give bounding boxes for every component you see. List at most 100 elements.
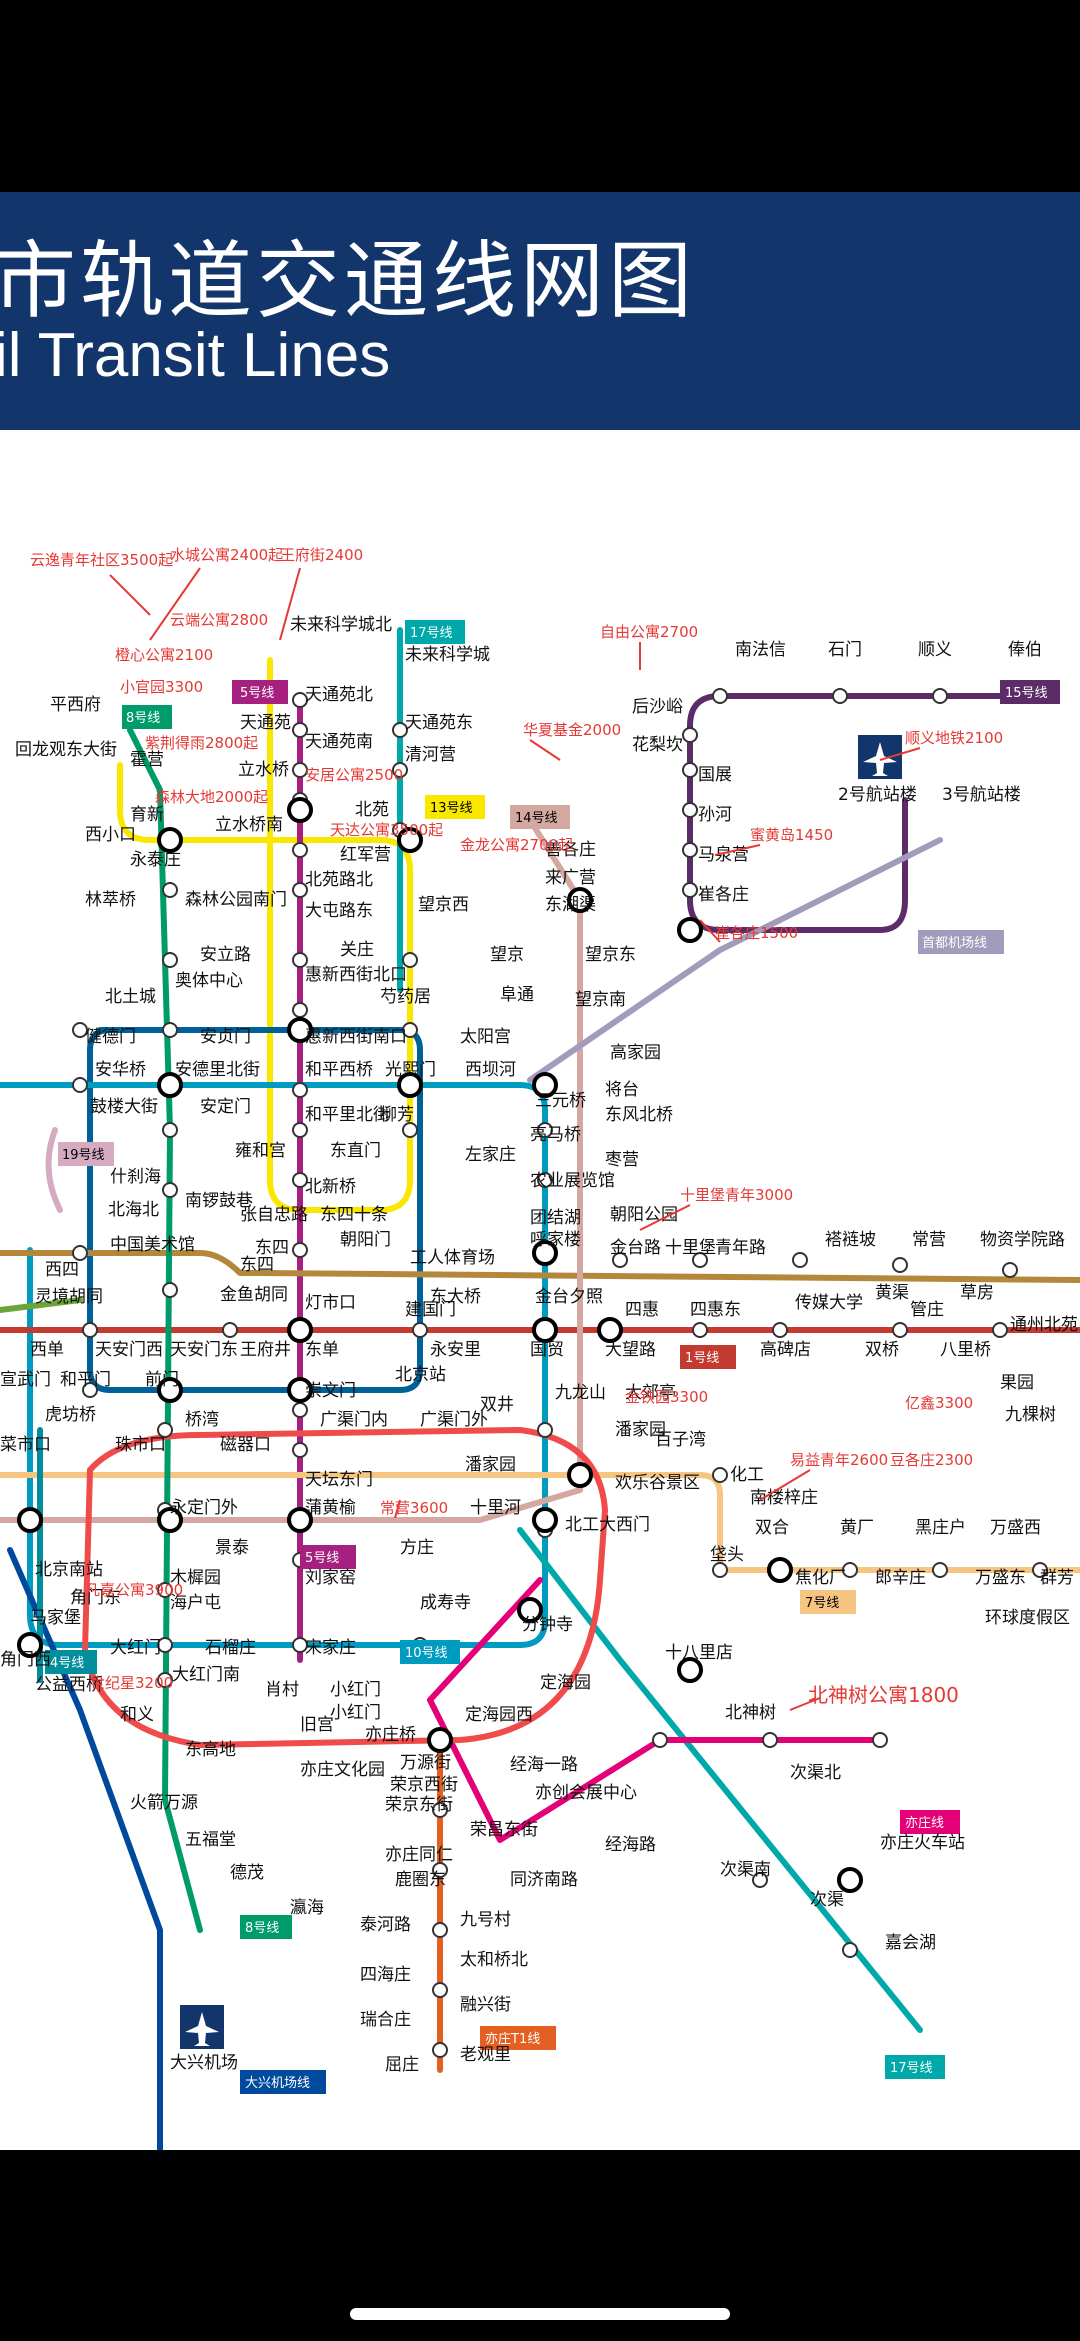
station-dot[interactable] xyxy=(792,1252,808,1268)
interchange-dot[interactable] xyxy=(157,1377,183,1403)
station-label[interactable]: 大红门南 xyxy=(172,1665,240,1685)
station-label[interactable]: 关庄 xyxy=(340,940,374,960)
station-label[interactable]: 清河营 xyxy=(405,745,456,765)
station-label[interactable]: 公益西桥 xyxy=(35,1675,103,1695)
station-label[interactable]: 欢乐谷景区 xyxy=(615,1473,700,1493)
station-label[interactable]: 天通苑北 xyxy=(305,685,373,705)
station-label[interactable]: 金台路 xyxy=(610,1238,661,1258)
station-dot[interactable] xyxy=(892,1322,908,1338)
station-label[interactable]: 崔各庄 xyxy=(698,885,749,905)
station-label[interactable]: 天坛东门 xyxy=(305,1470,373,1490)
station-label[interactable]: 西四 xyxy=(45,1260,79,1280)
station-label[interactable]: 呼家楼 xyxy=(530,1230,581,1250)
station-label[interactable]: 天通苑南 xyxy=(305,732,373,752)
station-label[interactable]: 亦庄文化园 xyxy=(300,1760,385,1780)
station-label[interactable]: 肖村 xyxy=(265,1680,299,1700)
station-label[interactable]: 霍营 xyxy=(130,750,164,770)
interchange-dot[interactable] xyxy=(517,1597,543,1623)
station-label[interactable]: 旧宫 xyxy=(300,1715,334,1735)
station-label[interactable]: 万源街 xyxy=(400,1753,451,1773)
station-label[interactable]: 宣武门 xyxy=(0,1370,51,1390)
station-label[interactable]: 定海园 xyxy=(540,1673,591,1693)
station-label[interactable]: 虎坊桥 xyxy=(45,1405,96,1425)
station-label[interactable]: 太和桥北 xyxy=(460,1950,528,1970)
station-label[interactable]: 垡头 xyxy=(710,1545,744,1565)
station-label[interactable]: 和义 xyxy=(120,1705,154,1725)
station-label[interactable]: 双合 xyxy=(755,1518,789,1538)
station-label[interactable]: 北海北 xyxy=(108,1200,159,1220)
station-label[interactable]: 大屯路东 xyxy=(305,901,373,921)
station-dot[interactable] xyxy=(392,722,408,738)
station-label[interactable]: 黄渠 xyxy=(875,1283,909,1303)
interchange-dot[interactable] xyxy=(677,917,703,943)
station-label[interactable]: 北新桥 xyxy=(305,1177,356,1197)
station-label[interactable]: 后沙峪 xyxy=(632,697,683,717)
station-label[interactable]: 亦创会展中心 xyxy=(535,1783,637,1803)
station-label[interactable]: 小红门 xyxy=(330,1703,381,1723)
station-label[interactable]: 红军营 xyxy=(340,845,391,865)
station-dot[interactable] xyxy=(157,1637,173,1653)
station-label[interactable]: 东四 xyxy=(240,1255,274,1275)
station-label[interactable]: 亦庄同仁 xyxy=(385,1845,453,1865)
station-dot[interactable] xyxy=(157,1582,173,1598)
station-label[interactable]: 东风北桥 xyxy=(605,1105,673,1125)
station-label[interactable]: 珠市口 xyxy=(115,1435,166,1455)
station-label[interactable]: 褡裢坡 xyxy=(825,1230,876,1250)
station-label[interactable]: 次渠南 xyxy=(720,1860,771,1880)
station-label[interactable]: 大兴机场 xyxy=(170,2053,238,2073)
station-label[interactable]: 顺义 xyxy=(918,640,952,660)
interchange-dot[interactable] xyxy=(157,1072,183,1098)
station-dot[interactable] xyxy=(292,1442,308,1458)
station-dot[interactable] xyxy=(292,762,308,778)
station-label[interactable]: 回龙观东大街 xyxy=(15,740,117,760)
station-label[interactable]: 奥体中心 xyxy=(175,971,243,991)
station-label[interactable]: 团结湖 xyxy=(530,1208,581,1228)
station-label[interactable]: 九号村 xyxy=(460,1910,511,1930)
station-dot[interactable] xyxy=(432,1802,448,1818)
station-dot[interactable] xyxy=(872,1732,888,1748)
station-dot[interactable] xyxy=(292,1122,308,1138)
interchange-dot[interactable] xyxy=(17,1507,43,1533)
station-label[interactable]: 马家堡 xyxy=(30,1608,81,1628)
station-label[interactable]: 平西府 xyxy=(50,695,101,715)
station-label[interactable]: 十八里店 xyxy=(665,1643,733,1663)
station-dot[interactable] xyxy=(82,1322,98,1338)
station-label[interactable]: 东四十条 xyxy=(320,1205,388,1225)
station-label[interactable]: 天安门东 xyxy=(170,1340,238,1360)
station-dot[interactable] xyxy=(612,1252,628,1268)
station-label[interactable]: 柳芳 xyxy=(380,1105,414,1125)
station-label[interactable]: 定海园西 xyxy=(465,1705,533,1725)
station-dot[interactable] xyxy=(772,1322,788,1338)
station-label[interactable]: 万盛西 xyxy=(990,1518,1041,1538)
station-label[interactable]: 安定门 xyxy=(200,1097,251,1117)
station-label[interactable]: 太阳宫 xyxy=(460,1027,511,1047)
station-label[interactable]: 分钟寺 xyxy=(522,1615,573,1635)
station-label[interactable]: 北京站 xyxy=(395,1365,446,1385)
station-dot[interactable] xyxy=(892,1257,908,1273)
interchange-dot[interactable] xyxy=(287,1377,313,1403)
interchange-dot[interactable] xyxy=(567,887,593,913)
station-label[interactable]: 次渠 xyxy=(810,1890,844,1910)
station-label[interactable]: 瑞合庄 xyxy=(360,2010,411,2030)
station-label[interactable]: 物资学院路 xyxy=(980,1230,1065,1250)
station-dot[interactable] xyxy=(72,1245,88,1261)
interchange-dot[interactable] xyxy=(597,1317,623,1343)
station-dot[interactable] xyxy=(162,882,178,898)
interchange-dot[interactable] xyxy=(17,1632,43,1658)
station-label[interactable]: 和平西桥 xyxy=(305,1060,373,1080)
station-label[interactable]: 五福堂 xyxy=(185,1830,236,1850)
station-dot[interactable] xyxy=(292,842,308,858)
interchange-dot[interactable] xyxy=(157,827,183,853)
station-label[interactable]: 永安里 xyxy=(430,1340,481,1360)
station-dot[interactable] xyxy=(682,802,698,818)
station-label[interactable]: 八里桥 xyxy=(940,1340,991,1360)
station-dot[interactable] xyxy=(222,1322,238,1338)
station-dot[interactable] xyxy=(402,952,418,968)
station-label[interactable]: 王府井 xyxy=(240,1340,291,1360)
station-label[interactable]: 嘉会湖 xyxy=(885,1933,936,1953)
station-label[interactable]: 安贞门 xyxy=(200,1027,251,1047)
station-dot[interactable] xyxy=(402,1122,418,1138)
station-label[interactable]: 双桥 xyxy=(865,1340,899,1360)
station-label[interactable]: 石门 xyxy=(828,640,862,660)
station-label[interactable]: 张自忠路 xyxy=(240,1205,308,1225)
